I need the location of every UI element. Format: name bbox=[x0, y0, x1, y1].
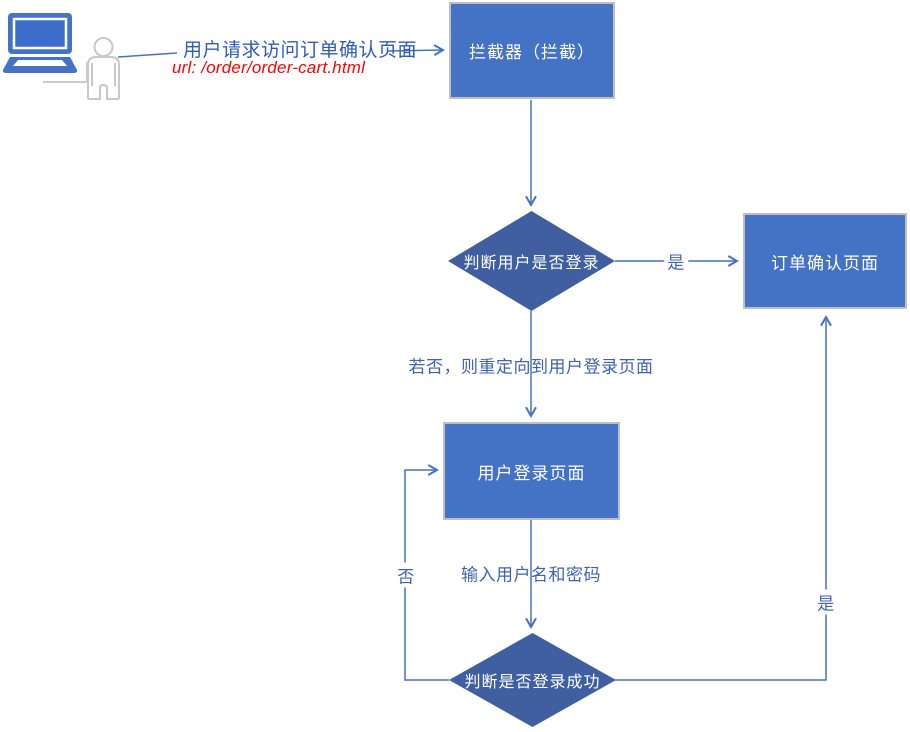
edge-label-redirect: 若否，则重定向到用户登录页面 bbox=[408, 357, 654, 377]
person-icon bbox=[87, 37, 120, 100]
node-login-page-label: 用户登录页面 bbox=[477, 463, 586, 483]
edge-person-to-text bbox=[117, 52, 178, 58]
request-annotation: 用户请求访问订单确认页面 bbox=[183, 40, 418, 61]
node-interceptor[interactable]: 拦截器（拦截） bbox=[449, 2, 615, 99]
node-order-page-label: 订单确认页面 bbox=[771, 253, 879, 273]
node-interceptor-label: 拦截器（拦截） bbox=[469, 43, 595, 62]
node-check-login-label: 判断用户是否登录 bbox=[463, 255, 600, 272]
edge-label-input-credentials: 输入用户名和密码 bbox=[461, 565, 601, 585]
node-check-login[interactable]: 判断用户是否登录 bbox=[448, 211, 615, 311]
node-login-page[interactable]: 用户登录页面 bbox=[443, 422, 620, 520]
node-check-success-label: 判断是否登录成功 bbox=[464, 674, 601, 691]
laptop-icon bbox=[2, 13, 78, 73]
edge-label-login-yes: 是 bbox=[664, 248, 688, 274]
node-check-success[interactable]: 判断是否登录成功 bbox=[449, 633, 616, 727]
node-order-page[interactable]: 订单确认页面 bbox=[743, 213, 907, 309]
edge-label-success-yes: 是 bbox=[814, 589, 838, 615]
request-url-annotation: url: /order/order-cart.html bbox=[172, 58, 366, 77]
edge-label-success-no: 否 bbox=[394, 562, 418, 588]
